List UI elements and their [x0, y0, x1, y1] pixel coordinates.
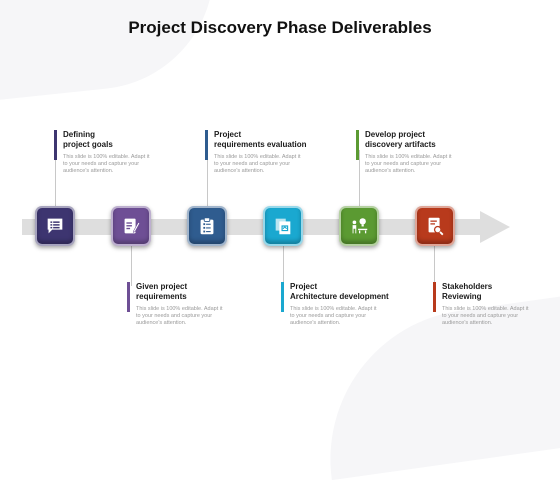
step-2-accent-bar [127, 282, 130, 312]
step-3-title-line-1: Project [214, 130, 242, 139]
step-4-title-line-2: Architecture development [290, 292, 389, 301]
step-4-title-line-1: Project [290, 282, 318, 291]
step-1-text-block: Defining project goals This slide is 100… [54, 130, 164, 175]
step-1-accent-bar [54, 130, 57, 160]
step-6-text-block: Stakeholders Reviewing This slide is 100… [433, 282, 543, 327]
step-2-desc-line-1: This slide is 100% editable. Adapt it [136, 306, 223, 312]
step-1-description: This slide is 100% editable. Adapt it to… [63, 154, 163, 175]
step-3-title: Project requirements evaluation [214, 130, 314, 150]
step-1-desc-line-3: audience's attention. [63, 168, 114, 174]
document-search-icon [428, 217, 444, 236]
step-1-desc-line-2: to your needs and capture your [63, 161, 140, 167]
chat-list-icon [47, 218, 63, 234]
step-1-title-line-2: project goals [63, 140, 113, 149]
step-6-desc-line-1: This slide is 100% editable. Adapt it [442, 306, 529, 312]
step-6-title-line-2: Reviewing [442, 292, 482, 301]
step-4-icon-box [263, 206, 303, 246]
step-1-title-line-1: Defining [63, 130, 95, 139]
step-5-title: Develop project discovery artifacts [365, 130, 465, 150]
step-5-title-line-1: Develop project [365, 130, 426, 139]
connector-step-4 [283, 246, 284, 286]
step-1-icon-box [35, 206, 75, 246]
step-3-desc-line-2: to your needs and capture your [214, 161, 291, 167]
step-4-desc-line-2: to your needs and capture your [290, 313, 367, 319]
step-2-desc-line-2: to your needs and capture your [136, 313, 213, 319]
step-6-desc-line-3: audience's attention. [442, 320, 493, 326]
connector-step-2 [131, 246, 132, 286]
step-4-text-block: Project Architecture development This sl… [281, 282, 391, 327]
connector-step-5 [359, 150, 360, 206]
step-6-title: Stakeholders Reviewing [442, 282, 542, 302]
step-3-text-block: Project requirements evaluation This sli… [205, 130, 315, 175]
step-6-description: This slide is 100% editable. Adapt it to… [442, 306, 542, 327]
step-1-desc-line-1: This slide is 100% editable. Adapt it [63, 154, 150, 160]
step-6-title-line-1: Stakeholders [442, 282, 493, 291]
step-5-desc-line-1: This slide is 100% editable. Adapt it [365, 154, 452, 160]
step-3-accent-bar [205, 130, 208, 160]
step-4-desc-line-3: audience's attention. [290, 320, 341, 326]
step-2-icon-box [111, 206, 151, 246]
step-2-text-block: Given project requirements This slide is… [127, 282, 237, 327]
step-2-description: This slide is 100% editable. Adapt it to… [136, 306, 236, 327]
step-4-title: Project Architecture development [290, 282, 390, 302]
connector-step-1 [55, 150, 56, 206]
step-6-desc-line-2: to your needs and capture your [442, 313, 519, 319]
step-4-description: This slide is 100% editable. Adapt it to… [290, 306, 390, 327]
step-3-title-line-2: requirements evaluation [214, 140, 307, 149]
step-3-description: This slide is 100% editable. Adapt it to… [214, 154, 314, 175]
step-5-desc-line-3: audience's attention. [365, 168, 416, 174]
step-3-desc-line-3: audience's attention. [214, 168, 265, 174]
step-5-title-line-2: discovery artifacts [365, 140, 436, 149]
layered-documents-icon [275, 218, 291, 235]
connector-step-6 [434, 246, 435, 286]
step-1-title: Defining project goals [63, 130, 163, 150]
clipboard-checklist-icon [200, 217, 214, 235]
connector-step-3 [207, 150, 208, 206]
step-4-desc-line-1: This slide is 100% editable. Adapt it [290, 306, 377, 312]
page-title: Project Discovery Phase Deliverables [128, 18, 432, 37]
timeline-arrow-head [480, 211, 510, 243]
presentation-idea-icon [352, 218, 368, 234]
step-5-text-block: Develop project discovery artifacts This… [356, 130, 466, 175]
document-pen-icon [124, 218, 141, 234]
step-2-title-line-2: requirements [136, 292, 187, 301]
step-3-icon-box [187, 206, 227, 246]
timeline-arrow-shaft [22, 219, 482, 235]
step-6-icon-box [415, 206, 455, 246]
step-2-title: Given project requirements [136, 282, 236, 302]
step-3-desc-line-1: This slide is 100% editable. Adapt it [214, 154, 301, 160]
background-swoosh-top [0, 0, 226, 104]
step-5-description: This slide is 100% editable. Adapt it to… [365, 154, 465, 175]
step-5-accent-bar [356, 130, 359, 160]
step-5-icon-box [339, 206, 379, 246]
step-4-accent-bar [281, 282, 284, 312]
step-6-accent-bar [433, 282, 436, 312]
step-2-title-line-1: Given project [136, 282, 188, 291]
step-2-desc-line-3: audience's attention. [136, 320, 187, 326]
step-5-desc-line-2: to your needs and capture your [365, 161, 442, 167]
